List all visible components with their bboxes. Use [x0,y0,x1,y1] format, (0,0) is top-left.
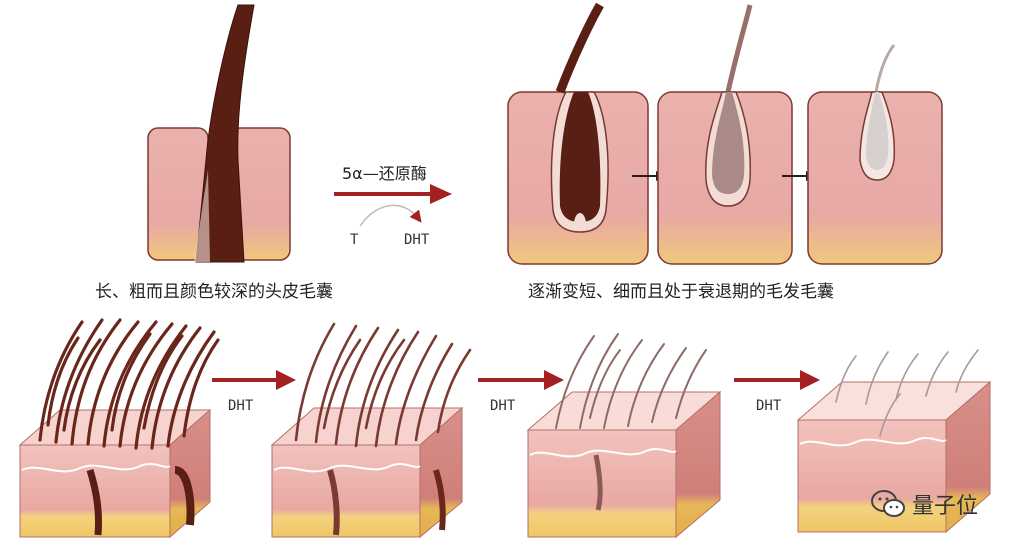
enzyme-conversion-arrow [334,184,452,227]
skin-block-3 [526,333,722,539]
bottom-arrow-2 [478,370,564,390]
wechat-logo-icon [870,490,905,517]
skin-block-1 [18,318,220,539]
thick-follicle [147,4,291,263]
right-caption: 逐渐变短、细而且处于衰退期的毛发毛囊 [528,282,834,302]
watermark-text: 量子位 [911,494,978,519]
bottom-arrow-1 [212,370,296,390]
skin-block-4 [796,349,992,534]
enzyme-label: 5α—还原酶 [342,164,427,183]
miniaturizing-follicles [507,2,943,265]
bottom-arrow-label-1: DHT [228,398,254,414]
conversion-to-label: DHT [404,232,430,248]
watermark: 量子位 [870,488,978,520]
conversion-from-label: T [350,232,359,248]
bottom-arrow-label-2: DHT [490,398,516,414]
skin-block-2 [270,322,472,539]
bottom-arrow-3 [734,370,820,390]
left-caption: 长、粗而且颜色较深的头皮毛囊 [95,282,333,302]
bottom-arrow-label-3: DHT [756,398,782,414]
